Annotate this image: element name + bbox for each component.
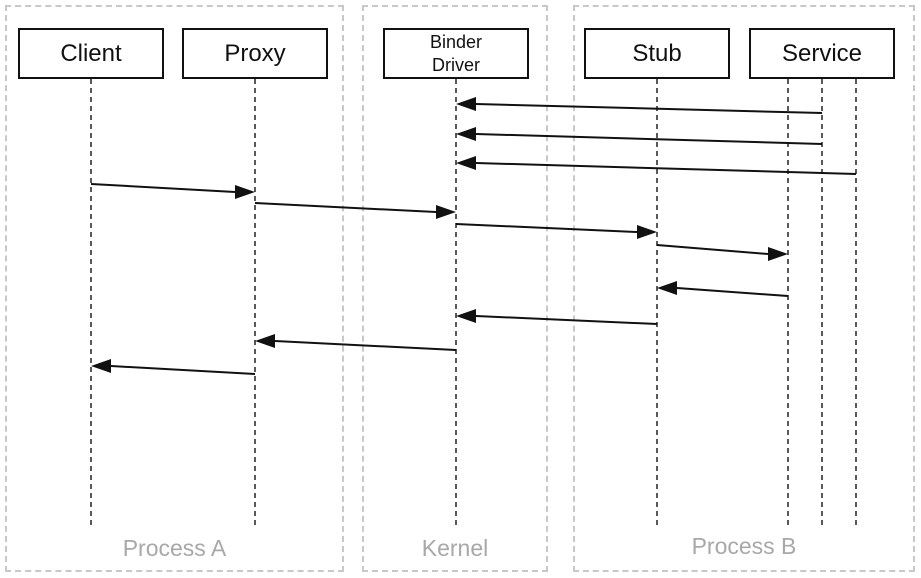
proxy-label: Proxy [224,39,286,67]
binder-driver-actor: Binder Driver [383,28,529,79]
arrowhead-icon [456,127,476,141]
arrowhead-icon [456,156,476,170]
kernel-label: Kernel [421,535,489,561]
message-arrow-binder-to-stub [455,223,657,239]
proxy-actor: Proxy [182,28,328,79]
binder-label-line1: Binder [429,31,483,52]
message-arrow-service-3-to-binder [456,97,823,114]
message-arrow-client-to-proxy [90,183,255,199]
arrowhead-icon [456,309,476,323]
message-arrow-binder-to-proxy [255,334,457,351]
kernel-boundary: Kernel [362,5,548,572]
arrowhead-icon [657,281,677,295]
message-arrow-stub-to-binder [456,309,658,325]
binder-label-line2: Driver [432,54,480,75]
client-actor: Client [18,28,164,79]
message-arrow-service-3-to-binder [456,127,823,145]
arrowhead-icon [436,205,456,219]
client-label: Client [60,39,122,67]
arrowhead-icon [456,97,476,111]
process-a-boundary: Process A [5,5,344,572]
arrowhead-icon [235,185,255,199]
message-arrow-stub-to-service-2 [656,244,788,261]
process-b-boundary: Process B [573,5,915,572]
message-arrow-proxy-to-client [91,359,256,375]
message-arrow-service-2-to-stub [657,281,789,297]
service-label: Service [781,39,863,67]
process-a-label: Process A [122,535,227,561]
service-actor: Service [749,28,895,79]
stub-label: Stub [632,39,682,67]
message-arrow-service-4-to-binder [456,156,857,175]
arrowhead-icon [91,359,111,373]
stub-actor: Stub [584,28,730,79]
arrowhead-icon [768,247,788,261]
arrowhead-icon [637,225,657,239]
arrowhead-icon [255,334,275,348]
message-arrow-proxy-to-binder [254,202,456,219]
process-b-label: Process B [691,533,797,559]
